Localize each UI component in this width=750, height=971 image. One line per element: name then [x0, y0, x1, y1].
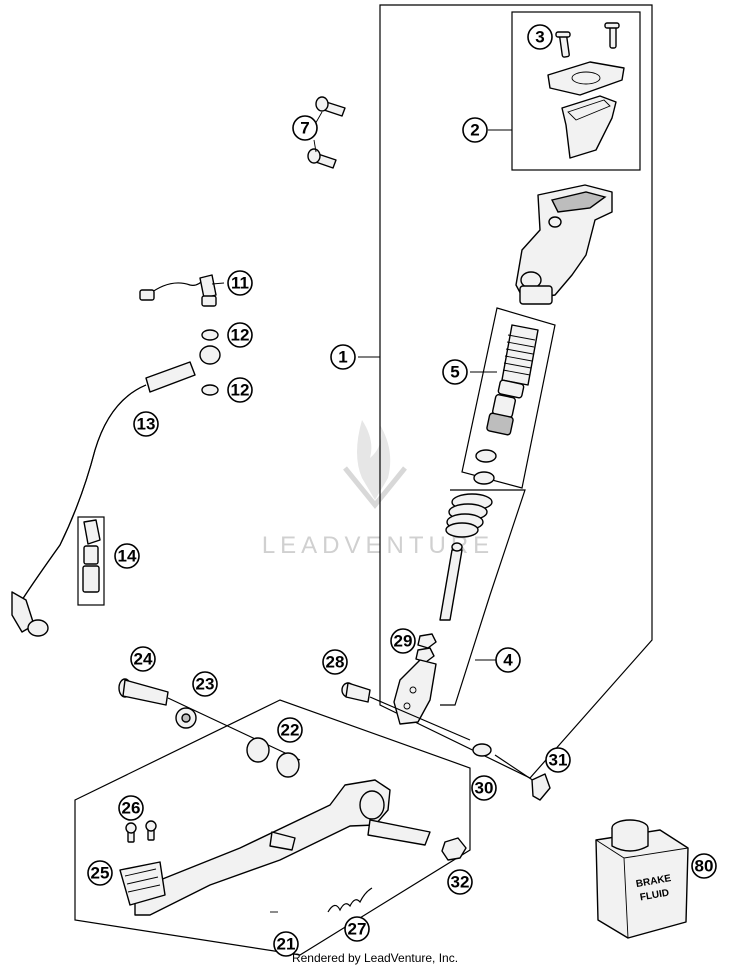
- svg-text:7: 7: [300, 119, 309, 138]
- pivot-bolt: [118, 678, 169, 706]
- reservoir-cover-parts: [547, 22, 625, 159]
- pedal-step-tip: [119, 820, 166, 906]
- callout-80: 80: [691, 853, 717, 879]
- piston-boot: [445, 493, 493, 538]
- svg-text:27: 27: [348, 920, 367, 939]
- callout-27: 27: [344, 916, 370, 942]
- render-credit: Rendered by LeadVenture, Inc.: [292, 951, 458, 965]
- hose-fittings: [77, 516, 105, 606]
- callout-7: 7: [292, 115, 318, 141]
- svg-text:28: 28: [326, 653, 345, 672]
- brake-pedal: [134, 779, 431, 916]
- svg-text:26: 26: [122, 799, 141, 818]
- callout-32: 32: [447, 869, 473, 895]
- brake-pedal-group-outline: [74, 699, 471, 956]
- return-spring: [327, 887, 373, 913]
- reservoir-cover-box: [511, 11, 641, 171]
- leader-lines: [211, 111, 512, 913]
- callout-2: 2: [462, 117, 488, 143]
- master-cylinder-group-outline: [379, 4, 653, 779]
- callout-23: 23: [192, 671, 218, 697]
- pushrod: [439, 542, 463, 621]
- svg-text:13: 13: [137, 415, 156, 434]
- callout-4: 4: [495, 647, 521, 673]
- svg-text:23: 23: [196, 675, 215, 694]
- clevis-pin: [341, 682, 371, 703]
- callout-26: 26: [118, 795, 144, 821]
- svg-text:21: 21: [277, 935, 296, 954]
- callout-13: 13: [133, 411, 159, 437]
- callout-12-lower: 12: [227, 377, 253, 403]
- svg-text:25: 25: [91, 864, 110, 883]
- callout-3: 3: [527, 24, 553, 50]
- callout-24: 24: [130, 646, 156, 672]
- mounting-screws: [307, 96, 346, 169]
- pivot-seal-1: [246, 737, 270, 763]
- washer: [472, 743, 492, 757]
- piston-kit-outline: [461, 307, 556, 489]
- lock-nuts: [415, 633, 437, 663]
- o-ring-upper: [201, 329, 219, 341]
- svg-text:3: 3: [535, 28, 544, 47]
- svg-text:12: 12: [231, 326, 250, 345]
- cotter-pin: [531, 773, 551, 801]
- svg-text:5: 5: [450, 363, 459, 382]
- svg-text:22: 22: [281, 721, 300, 740]
- callout-21: 21: [273, 931, 299, 957]
- repair-kit-outline: [440, 489, 526, 706]
- callout-11: 11: [227, 270, 253, 296]
- svg-text:30: 30: [475, 779, 494, 798]
- svg-text:2: 2: [470, 121, 479, 140]
- pedal-nut: [441, 837, 467, 861]
- brake-light-switch: [139, 274, 217, 307]
- svg-text:29: 29: [394, 632, 413, 651]
- callout-25: 25: [87, 860, 113, 886]
- callout-22: 22: [277, 717, 303, 743]
- brake-line: [11, 345, 221, 637]
- callout-1: 1: [330, 344, 356, 370]
- callout-31: 31: [545, 747, 571, 773]
- callout-14: 14: [114, 543, 140, 569]
- o-ring-lower: [201, 384, 219, 396]
- bottle-label-line2: FLUID: [639, 888, 670, 904]
- svg-text:80: 80: [695, 857, 714, 876]
- pivot-seal-2: [276, 752, 300, 778]
- svg-text:12: 12: [231, 381, 250, 400]
- callout-29: 29: [390, 628, 416, 654]
- svg-text:31: 31: [549, 751, 568, 770]
- svg-text:14: 14: [118, 547, 137, 566]
- svg-text:11: 11: [231, 274, 249, 293]
- callout-5: 5: [442, 359, 468, 385]
- brake-fluid-bottle: BRAKE FLUID: [595, 819, 689, 939]
- svg-text:32: 32: [451, 873, 470, 892]
- callout-30: 30: [471, 775, 497, 801]
- svg-text:4: 4: [503, 651, 513, 670]
- clevis: [393, 659, 437, 725]
- master-cylinder-body: [515, 184, 613, 305]
- callout-28: 28: [322, 649, 348, 675]
- svg-text:1: 1: [338, 348, 347, 367]
- svg-text:24: 24: [134, 650, 153, 669]
- piston-spring: [473, 324, 539, 485]
- callout-12-upper: 12: [227, 322, 253, 348]
